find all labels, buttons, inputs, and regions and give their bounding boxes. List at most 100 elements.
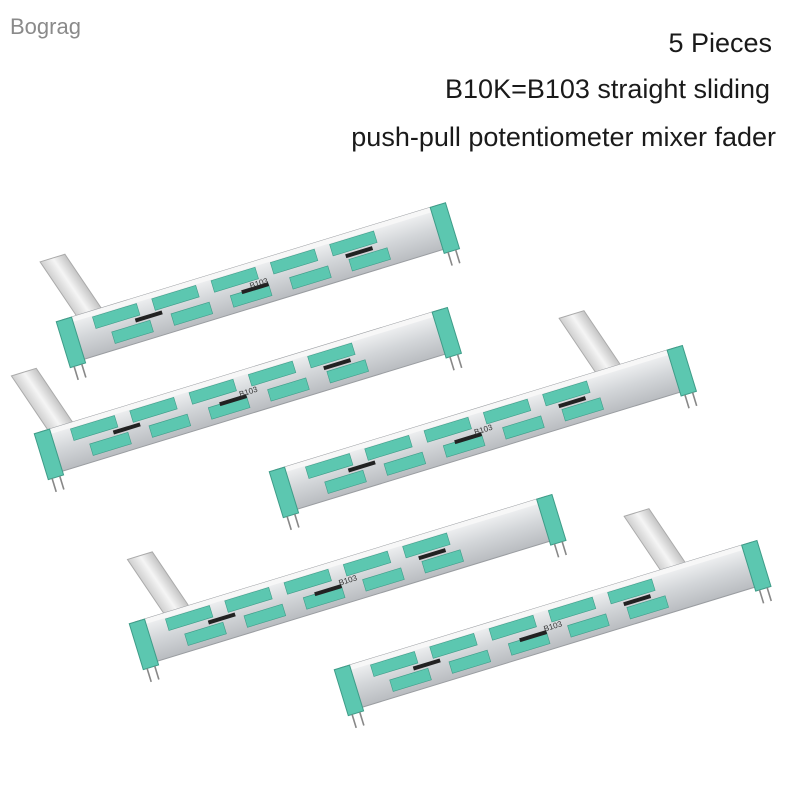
green-pad: [364, 435, 413, 461]
lever-shaft: [126, 551, 192, 618]
green-pad: [547, 596, 597, 623]
slot: [112, 422, 141, 435]
green-pad: [92, 303, 141, 329]
fader-top-rail: [275, 347, 679, 475]
end-cap-right: [536, 493, 567, 546]
green-pad: [429, 633, 478, 659]
slot: [345, 246, 374, 259]
green-pad: [148, 413, 192, 438]
green-pad: [151, 285, 200, 311]
end-cap-left: [33, 428, 65, 481]
end-cap-left: [128, 618, 160, 671]
end-cap-right: [431, 306, 463, 359]
lever-shaft: [558, 310, 624, 377]
pin: [766, 587, 773, 602]
green-pad: [324, 469, 367, 494]
fader: B103: [10, 306, 463, 493]
pin: [286, 516, 292, 531]
green-pad: [267, 377, 310, 402]
green-pad: [165, 605, 214, 631]
fader-top-rail: [62, 204, 442, 325]
fader-top-rail: [339, 542, 753, 673]
pin: [447, 251, 453, 266]
green-pad: [269, 248, 319, 275]
green-pad: [362, 567, 405, 592]
green-pad: [561, 397, 604, 422]
green-pad: [402, 532, 451, 559]
fader: B103: [126, 493, 568, 683]
green-pad: [184, 621, 227, 646]
green-pad: [89, 431, 132, 456]
end-cap-right: [741, 539, 772, 592]
green-pad: [502, 415, 545, 440]
green-pad: [307, 342, 356, 369]
green-pad: [170, 301, 214, 326]
green-pad: [70, 415, 119, 441]
green-pad: [305, 453, 354, 479]
green-pad: [542, 380, 591, 407]
slot: [134, 310, 163, 323]
pin: [359, 711, 365, 726]
pin: [81, 363, 87, 378]
end-cap-left: [268, 466, 300, 519]
green-pad: [224, 587, 273, 613]
pin: [684, 394, 690, 409]
green-pad: [111, 319, 154, 344]
slot: [519, 630, 548, 643]
pin: [454, 249, 461, 264]
slot: [623, 594, 652, 607]
slot: [418, 548, 447, 561]
pin: [51, 478, 57, 493]
green-pad: [210, 266, 259, 293]
green-pad: [348, 247, 391, 272]
green-pad: [626, 595, 669, 620]
green-pad: [607, 578, 656, 605]
end-cap-left: [55, 316, 87, 369]
slot: [454, 432, 483, 445]
pin: [146, 668, 152, 683]
headline-quantity: 5 Pieces: [668, 28, 772, 58]
pin: [73, 366, 79, 381]
slot: [347, 460, 376, 473]
green-pad: [389, 667, 432, 692]
green-pad: [423, 416, 472, 443]
green-pad: [188, 378, 237, 405]
slot: [558, 396, 587, 409]
headline-description: push-pull potentiometer mixer fader: [351, 122, 776, 152]
headline-spec: B10K=B103 straight sliding: [445, 74, 770, 104]
pin: [561, 541, 568, 556]
green-pad: [448, 649, 492, 674]
green-pad: [283, 568, 332, 595]
green-pad: [329, 230, 378, 257]
pin: [553, 543, 560, 558]
fader: B103: [268, 310, 698, 531]
green-pad: [326, 359, 369, 384]
fader: B103: [39, 202, 461, 381]
slot: [219, 394, 248, 407]
green-pad: [383, 451, 427, 476]
pin: [456, 354, 463, 369]
end-cap-right: [429, 202, 461, 254]
fader-top-rail: [40, 309, 444, 437]
green-pad: [289, 265, 332, 290]
slot: [323, 358, 352, 371]
pin: [154, 665, 160, 680]
lever-shaft: [39, 253, 105, 320]
lever-shaft: [10, 367, 76, 434]
lever-shaft: [623, 508, 689, 575]
pin: [691, 392, 698, 407]
fader: B103: [333, 508, 773, 729]
green-pad: [488, 614, 537, 641]
end-cap-left: [333, 664, 365, 717]
green-pad: [370, 651, 419, 677]
brand-watermark: Bograg: [10, 14, 81, 39]
slot: [241, 282, 270, 295]
green-pad: [247, 360, 297, 387]
green-pad: [243, 603, 287, 628]
green-pad: [567, 613, 610, 638]
pin: [449, 356, 455, 371]
slot: [207, 612, 236, 625]
green-pad: [421, 549, 464, 574]
